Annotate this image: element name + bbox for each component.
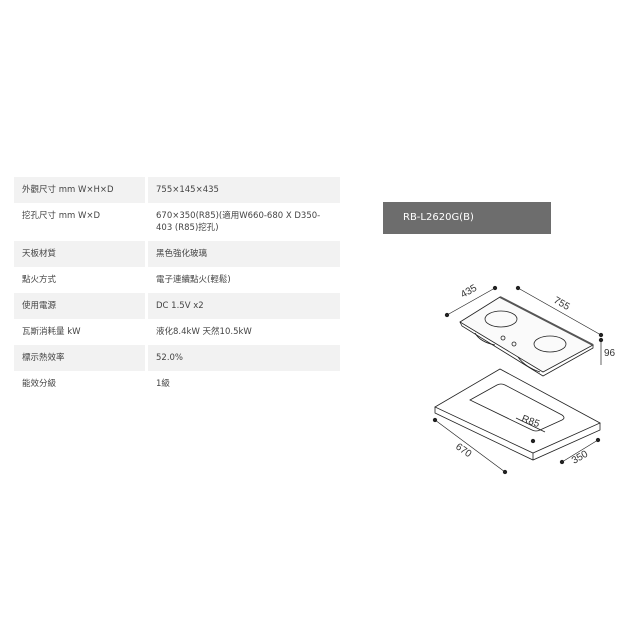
spec-value: 電子連續點火(輕鬆) [156,275,231,285]
table-row: 挖孔尺寸 mm W×D 670×350(R85)(適用W660-680 X D35… [14,203,340,241]
spec-value: 液化8.4kW 天然10.5kW [156,327,252,337]
spec-label: 外觀尺寸 mm W×H×D [14,177,145,203]
width-label: 755 [552,295,572,313]
table-row: 瓦斯消耗量 kW 液化8.4kW 天然10.5kW [14,319,340,345]
spec-value: 670×350(R85)(適用W660-680 X D350-403 (R85)… [156,211,321,233]
spec-label: 使用電源 [14,293,145,319]
spec-label: 挖孔尺寸 mm W×D [22,211,101,221]
spec-value: 1級 [156,379,170,389]
height-label: 96 [604,348,616,359]
depth-label: 435 [459,283,479,301]
table-row: 天板材質黑色強化玻璃 [14,241,340,267]
cutout-drawing [434,368,601,461]
spec-value: 755×145×435 [148,177,340,203]
spec-label: 天板材質 [14,241,145,267]
spec-value: DC 1.5V x2 [148,293,340,319]
spec-label: 能效分級 [22,379,57,389]
cutout-depth-label: 350 [570,449,590,467]
spec-label: 瓦斯消耗量 kW [22,327,81,337]
spec-value: 黑色強化玻璃 [148,241,340,267]
spec-label: 點火方式 [22,275,57,285]
dimension-lines [432,285,604,475]
table-row: 點火方式 電子連續點火(輕鬆) [14,267,340,293]
table-row: 能效分級 1級 [14,371,340,397]
spec-value: 52.0% [148,345,340,371]
cutout-width-label: 670 [453,441,473,460]
cooktop-drawing [459,296,594,377]
model-banner: RB-L2620G(B) [383,202,551,234]
spec-label: 標示熱效率 [14,345,145,371]
